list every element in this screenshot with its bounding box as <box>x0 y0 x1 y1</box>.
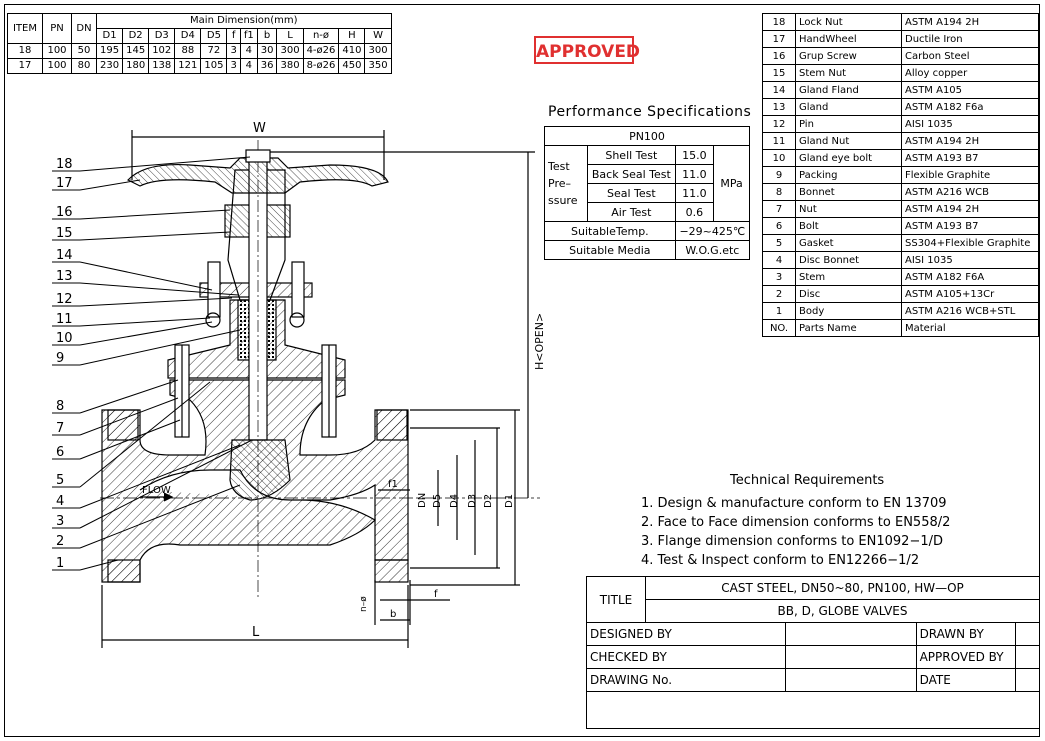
callout-14: 14 <box>56 248 73 263</box>
designed-by-label: DESIGNED BY <box>586 622 786 646</box>
performance-table: PN100 Test Pre– ssure Shell Test 15.0 MP… <box>544 126 751 260</box>
header-pn: PN <box>42 13 72 44</box>
callout-12: 12 <box>56 292 73 307</box>
drawn-by-label: DRAWN BY <box>915 622 1016 646</box>
dim-subheader: L <box>276 28 304 44</box>
checked-by-label: CHECKED BY <box>586 645 786 669</box>
tech-req-title: Technical Requirements <box>730 473 885 488</box>
callout-10: 10 <box>56 331 73 346</box>
tech-req-item: 3. Flange dimension conforms to EN1092−1… <box>641 534 944 549</box>
date-value <box>1014 668 1041 692</box>
drawing-frame <box>4 4 1040 737</box>
tech-req-list: 1. Design & manufacture conform to EN 13… <box>641 494 950 570</box>
dim-h-label: H<OPEN> <box>533 313 546 370</box>
callout-2: 2 <box>56 534 64 549</box>
title-block: TITLE CAST STEEL, DN50~80, PN100, HW—OP … <box>586 576 1041 729</box>
dim-f-label: f <box>434 589 438 600</box>
table-cell: 380 <box>276 58 304 74</box>
callout-13: 13 <box>56 269 73 284</box>
handwheel <box>127 157 389 194</box>
dim-d5-label: D5 <box>432 494 443 508</box>
dim-b-label: b <box>390 609 396 620</box>
table-cell: 8-ø26 <box>302 58 340 74</box>
callout-9: 9 <box>56 351 64 366</box>
title-label: TITLE <box>586 576 646 623</box>
approved-stamp: APPROVED <box>534 36 640 64</box>
dim-n-phi-label: n–ø <box>359 596 369 612</box>
dim-d3-label: D3 <box>467 494 478 508</box>
tech-req-item: 1. Design & manufacture conform to EN 13… <box>641 496 947 511</box>
dim-l-label: L <box>252 625 260 640</box>
title-line-2: BB, D, GLOBE VALVES <box>645 599 1040 623</box>
callout-11: 11 <box>56 312 73 327</box>
dim-d4-label: D4 <box>449 494 460 508</box>
date-label: DATE <box>915 668 1016 692</box>
perf-test-name: Air Test <box>587 202 676 222</box>
dim-subheader: f <box>226 28 241 44</box>
callout-18: 18 <box>56 157 73 172</box>
drawn-by-value <box>1014 622 1041 646</box>
dim-f1-label: f1 <box>388 479 398 490</box>
callout-7: 7 <box>56 421 64 436</box>
performance-title: Performance Specifications <box>548 104 752 120</box>
table-cell: 4 <box>239 58 258 74</box>
tech-req-item: 2. Face to Face dimension conforms to EN… <box>641 515 951 530</box>
callout-1: 1 <box>56 556 64 571</box>
perf-test-name: Seal Test <box>587 183 676 203</box>
dim-d2-label: D2 <box>483 494 494 508</box>
callout-16: 16 <box>56 205 73 220</box>
flow-label: FLOW <box>142 485 171 496</box>
callout-8: 8 <box>56 399 64 414</box>
perf-test-name: Back Seal Test <box>587 164 676 184</box>
table-cell: 350 <box>364 58 392 74</box>
perf-media-label: Suitable Media <box>544 240 676 260</box>
part-material: Material <box>901 319 1039 337</box>
table-cell: 4 <box>239 43 258 59</box>
callout-3: 3 <box>56 514 64 529</box>
perf-test-value: 15.0 <box>674 145 715 165</box>
dim-d1-label: D1 <box>504 494 515 508</box>
callout-5: 5 <box>56 473 64 488</box>
perf-test-value: 11.0 <box>674 183 715 203</box>
dim-w-label: W <box>253 121 266 136</box>
perf-media-value: W.O.G.etc <box>674 240 751 260</box>
perf-pn: PN100 <box>544 126 750 146</box>
approved-by-label: APPROVED BY <box>915 645 1016 669</box>
callout-4: 4 <box>56 494 64 509</box>
dim-dn-label: DN <box>417 493 428 508</box>
perf-test-label: Test Pre– ssure <box>544 145 588 222</box>
callout-leaders <box>52 156 253 571</box>
perf-temp-value: −29~425℃ <box>674 221 751 241</box>
callout-15: 15 <box>56 226 73 241</box>
table-cell: 3 <box>226 58 241 74</box>
callout-17: 17 <box>56 176 73 191</box>
callout-6: 6 <box>56 445 64 460</box>
valve-disc <box>229 439 291 501</box>
title-block-footer <box>586 691 1040 729</box>
tech-req-item: 4. Test & Inspect conform to EN12266−1/2 <box>641 553 920 568</box>
